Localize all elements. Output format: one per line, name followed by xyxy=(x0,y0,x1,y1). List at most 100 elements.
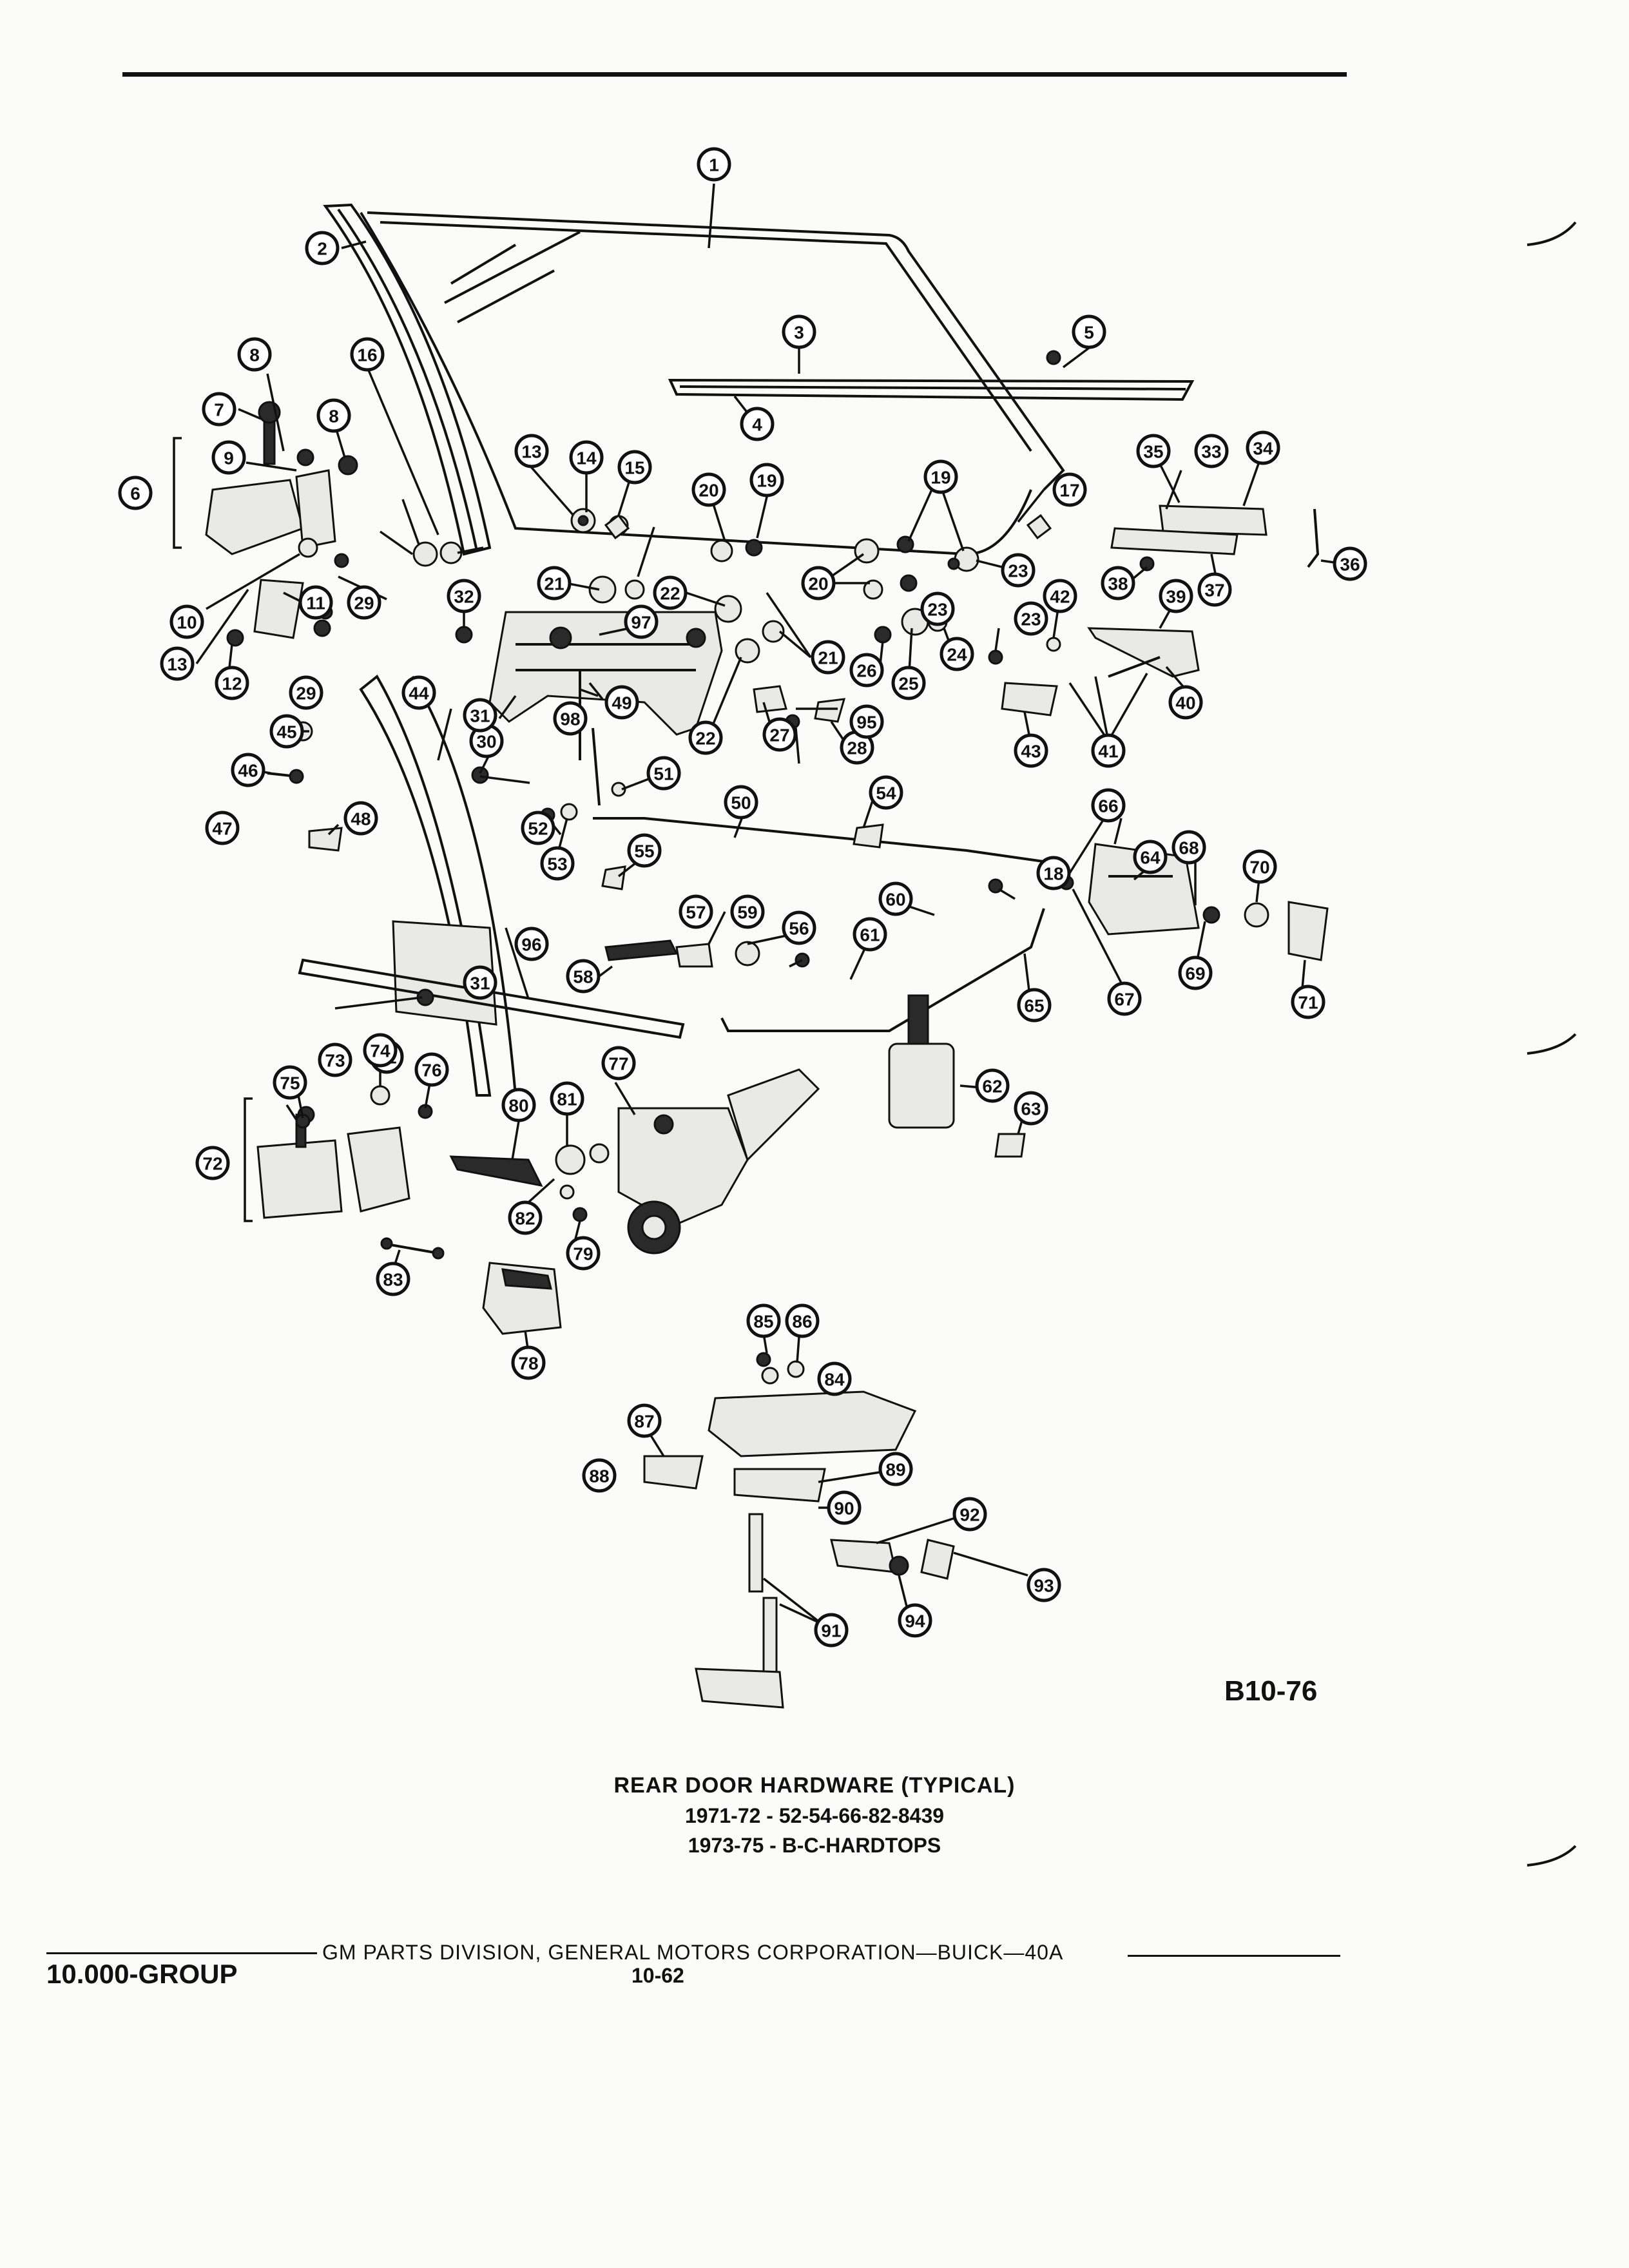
callout-number: 23 xyxy=(1021,610,1041,629)
callout-number: 85 xyxy=(753,1312,773,1332)
regulator-motor xyxy=(617,1068,820,1254)
callout-30: 30 xyxy=(469,724,504,758)
callout-43: 43 xyxy=(1014,733,1048,768)
callout-number: 23 xyxy=(1008,561,1028,581)
callout-94: 94 xyxy=(898,1603,932,1638)
check-link-85 xyxy=(380,1237,445,1260)
callout-number: 89 xyxy=(885,1460,905,1480)
callout-55: 55 xyxy=(627,833,662,868)
lower-hinge xyxy=(256,1106,410,1219)
callout-67: 67 xyxy=(1107,981,1142,1016)
callout-number: 86 xyxy=(792,1312,812,1332)
callout-number: 61 xyxy=(860,925,880,945)
callout-45: 45 xyxy=(269,714,304,749)
glass-run-channel-assy xyxy=(488,611,723,760)
callout-61: 61 xyxy=(853,917,887,952)
callout-number: 28 xyxy=(847,738,867,758)
callout-number: 25 xyxy=(898,674,918,694)
lock-rods xyxy=(592,727,1057,1032)
callout-number: 20 xyxy=(808,574,828,594)
callout-number: 62 xyxy=(982,1077,1002,1097)
callout-number: 46 xyxy=(238,761,258,781)
callout-9: 9 xyxy=(211,440,246,475)
callout-number: 56 xyxy=(789,919,809,939)
callout-number: 22 xyxy=(695,729,715,749)
callout-number: 3 xyxy=(794,323,804,343)
callout-41: 41 xyxy=(1091,733,1126,768)
callout-number: 20 xyxy=(699,481,718,501)
callout-32: 32 xyxy=(447,579,481,613)
callout-number: 8 xyxy=(249,345,260,365)
callout-38: 38 xyxy=(1101,566,1135,601)
callout-number: 50 xyxy=(731,793,751,813)
callout-16: 16 xyxy=(350,337,385,372)
callout-89: 89 xyxy=(878,1452,913,1486)
callout-25: 25 xyxy=(891,666,926,700)
callout-36: 36 xyxy=(1333,546,1367,581)
callout-63: 63 xyxy=(1014,1091,1048,1126)
callout-number: 98 xyxy=(560,709,580,729)
callout-13: 13 xyxy=(160,646,195,681)
callout-20: 20 xyxy=(691,472,726,507)
callout-number: 47 xyxy=(212,819,232,839)
callout-number: 37 xyxy=(1204,581,1224,601)
callout-number: 51 xyxy=(653,764,673,784)
callout-number: 23 xyxy=(927,600,947,620)
binder-mark xyxy=(1527,1033,1577,1055)
callout-number: 93 xyxy=(1034,1576,1054,1596)
callout-number: 95 xyxy=(856,713,876,733)
callout-number: 14 xyxy=(576,448,597,468)
callout-18: 18 xyxy=(1036,856,1071,890)
hinge-bracket-12 xyxy=(226,579,331,647)
callout-68: 68 xyxy=(1171,830,1206,865)
callout-29: 29 xyxy=(347,585,381,620)
top-rule xyxy=(122,72,1347,77)
callout-56: 56 xyxy=(782,910,816,945)
callout-number: 27 xyxy=(769,726,789,745)
callout-number: 2 xyxy=(317,239,327,259)
callout-37: 37 xyxy=(1197,572,1232,607)
callout-number: 21 xyxy=(544,574,564,594)
diagram-code: B10-76 xyxy=(1224,1675,1318,1707)
callout-40: 40 xyxy=(1168,685,1203,720)
callout-31: 31 xyxy=(463,698,497,733)
callout-number: 77 xyxy=(608,1054,628,1074)
callout-number: 74 xyxy=(370,1041,390,1061)
callout-31: 31 xyxy=(463,965,497,1000)
callout-number: 32 xyxy=(454,587,474,607)
callout-number: 65 xyxy=(1024,996,1044,1016)
callout-number: 54 xyxy=(876,783,896,803)
caption-models-1973-75: 1973-75 - B-C-HARDTOPS xyxy=(688,1834,941,1857)
callout-62: 62 xyxy=(975,1068,1010,1103)
callout-70: 70 xyxy=(1242,849,1277,884)
callout-number: 59 xyxy=(737,903,757,923)
callout-number: 79 xyxy=(573,1244,593,1264)
callout-number: 88 xyxy=(589,1466,609,1486)
callout-number: 22 xyxy=(660,584,680,604)
callout-74: 74 xyxy=(363,1033,398,1068)
callout-number: 71 xyxy=(1298,993,1318,1013)
callout-10: 10 xyxy=(169,604,204,639)
callout-35: 35 xyxy=(1136,434,1171,468)
callout-75: 75 xyxy=(273,1065,307,1100)
callout-number: 10 xyxy=(177,613,197,633)
callout-24: 24 xyxy=(940,637,974,671)
page-number: 10-62 xyxy=(631,1964,684,1987)
callout-number: 96 xyxy=(521,935,541,955)
callout-number: 84 xyxy=(824,1370,845,1390)
callout-46: 46 xyxy=(231,753,265,787)
callout-4: 4 xyxy=(740,407,775,441)
callout-58: 58 xyxy=(566,959,601,994)
callout-number: 94 xyxy=(905,1611,925,1631)
callout-92: 92 xyxy=(952,1497,987,1532)
callout-50: 50 xyxy=(724,785,758,820)
lower-guide-rail xyxy=(695,1513,955,1709)
callout-number: 31 xyxy=(470,974,490,994)
callout-85: 85 xyxy=(746,1303,781,1338)
callout-3: 3 xyxy=(782,314,816,349)
callout-93: 93 xyxy=(1027,1568,1061,1602)
callout-26: 26 xyxy=(849,653,884,687)
outside-handle xyxy=(1001,627,1200,716)
callout-65: 65 xyxy=(1017,988,1052,1023)
